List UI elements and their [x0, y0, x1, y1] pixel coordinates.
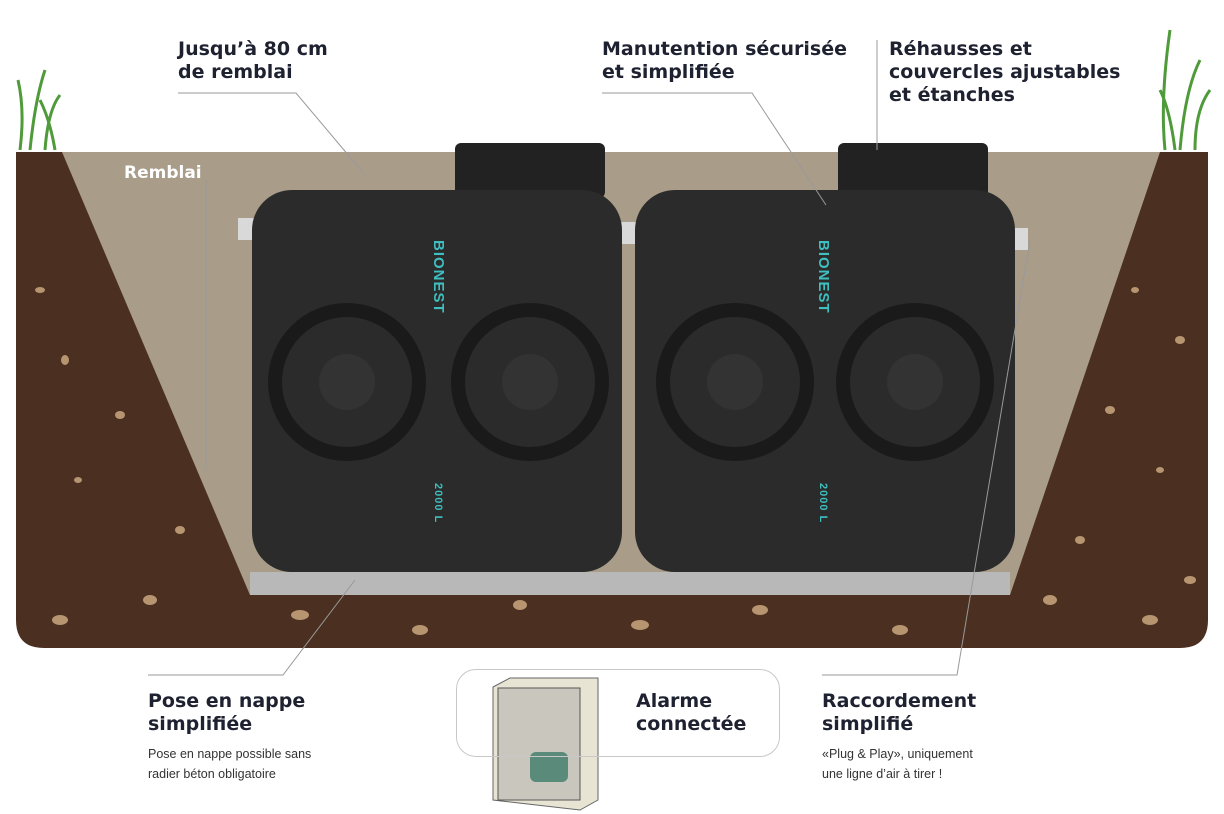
label-line: et simplifiée	[602, 61, 735, 83]
tank	[635, 143, 1015, 572]
label-line: Jusqu’à 80 cm	[178, 38, 328, 60]
tank-brand: BIONEST	[430, 240, 447, 314]
tank-capacity: 2000 L	[432, 483, 444, 524]
tank	[252, 143, 622, 572]
label-line: connectée	[636, 713, 747, 735]
label-line: Alarme	[636, 690, 713, 712]
label-line: Réhausses et	[889, 38, 1032, 60]
label-line: couvercles ajustables	[889, 61, 1121, 83]
tank-capacity: 2000 L	[817, 483, 829, 524]
label-line: Manutention sécurisée	[602, 38, 848, 60]
desc-line: radier béton obligatoire	[148, 767, 276, 781]
tank-brand: BIONEST	[815, 240, 832, 314]
alarm-cabinet-image	[492, 677, 599, 811]
nappe-title: Pose en nappe simplifiée	[148, 690, 305, 736]
alarm-title: Alarme connectée	[636, 690, 746, 736]
label-line: simplifiée	[148, 713, 253, 735]
remblai-depth-label: Jusqu’à 80 cm de remblai	[178, 38, 328, 84]
label-line: et étanches	[889, 84, 1015, 106]
sand-bed	[250, 572, 1010, 595]
remblai-label: Remblai	[124, 163, 202, 183]
nappe-description: Pose en nappe possible sans radier béton…	[148, 744, 311, 784]
gravel	[35, 287, 1196, 635]
grass	[16, 29, 1212, 151]
desc-line: «Plug & Play», uniquement	[822, 747, 973, 761]
label-line: simplifié	[822, 713, 914, 735]
label-line: Pose en nappe	[148, 690, 306, 712]
alarm-card	[456, 669, 780, 757]
raccordement-title: Raccordement simplifié	[822, 690, 976, 736]
leader-lines	[148, 40, 1031, 676]
desc-line: une ligne d’air à tirer !	[822, 767, 943, 781]
risers-label: Réhausses et couvercles ajustables et ét…	[889, 38, 1120, 107]
desc-line: Pose en nappe possible sans	[148, 747, 312, 761]
label-line: Raccordement	[822, 690, 977, 712]
handling-label: Manutention sécurisée et simplifiée	[602, 38, 847, 84]
label-line: de remblai	[178, 61, 293, 83]
raccordement-description: «Plug & Play», uniquement une ligne d’ai…	[822, 744, 973, 784]
